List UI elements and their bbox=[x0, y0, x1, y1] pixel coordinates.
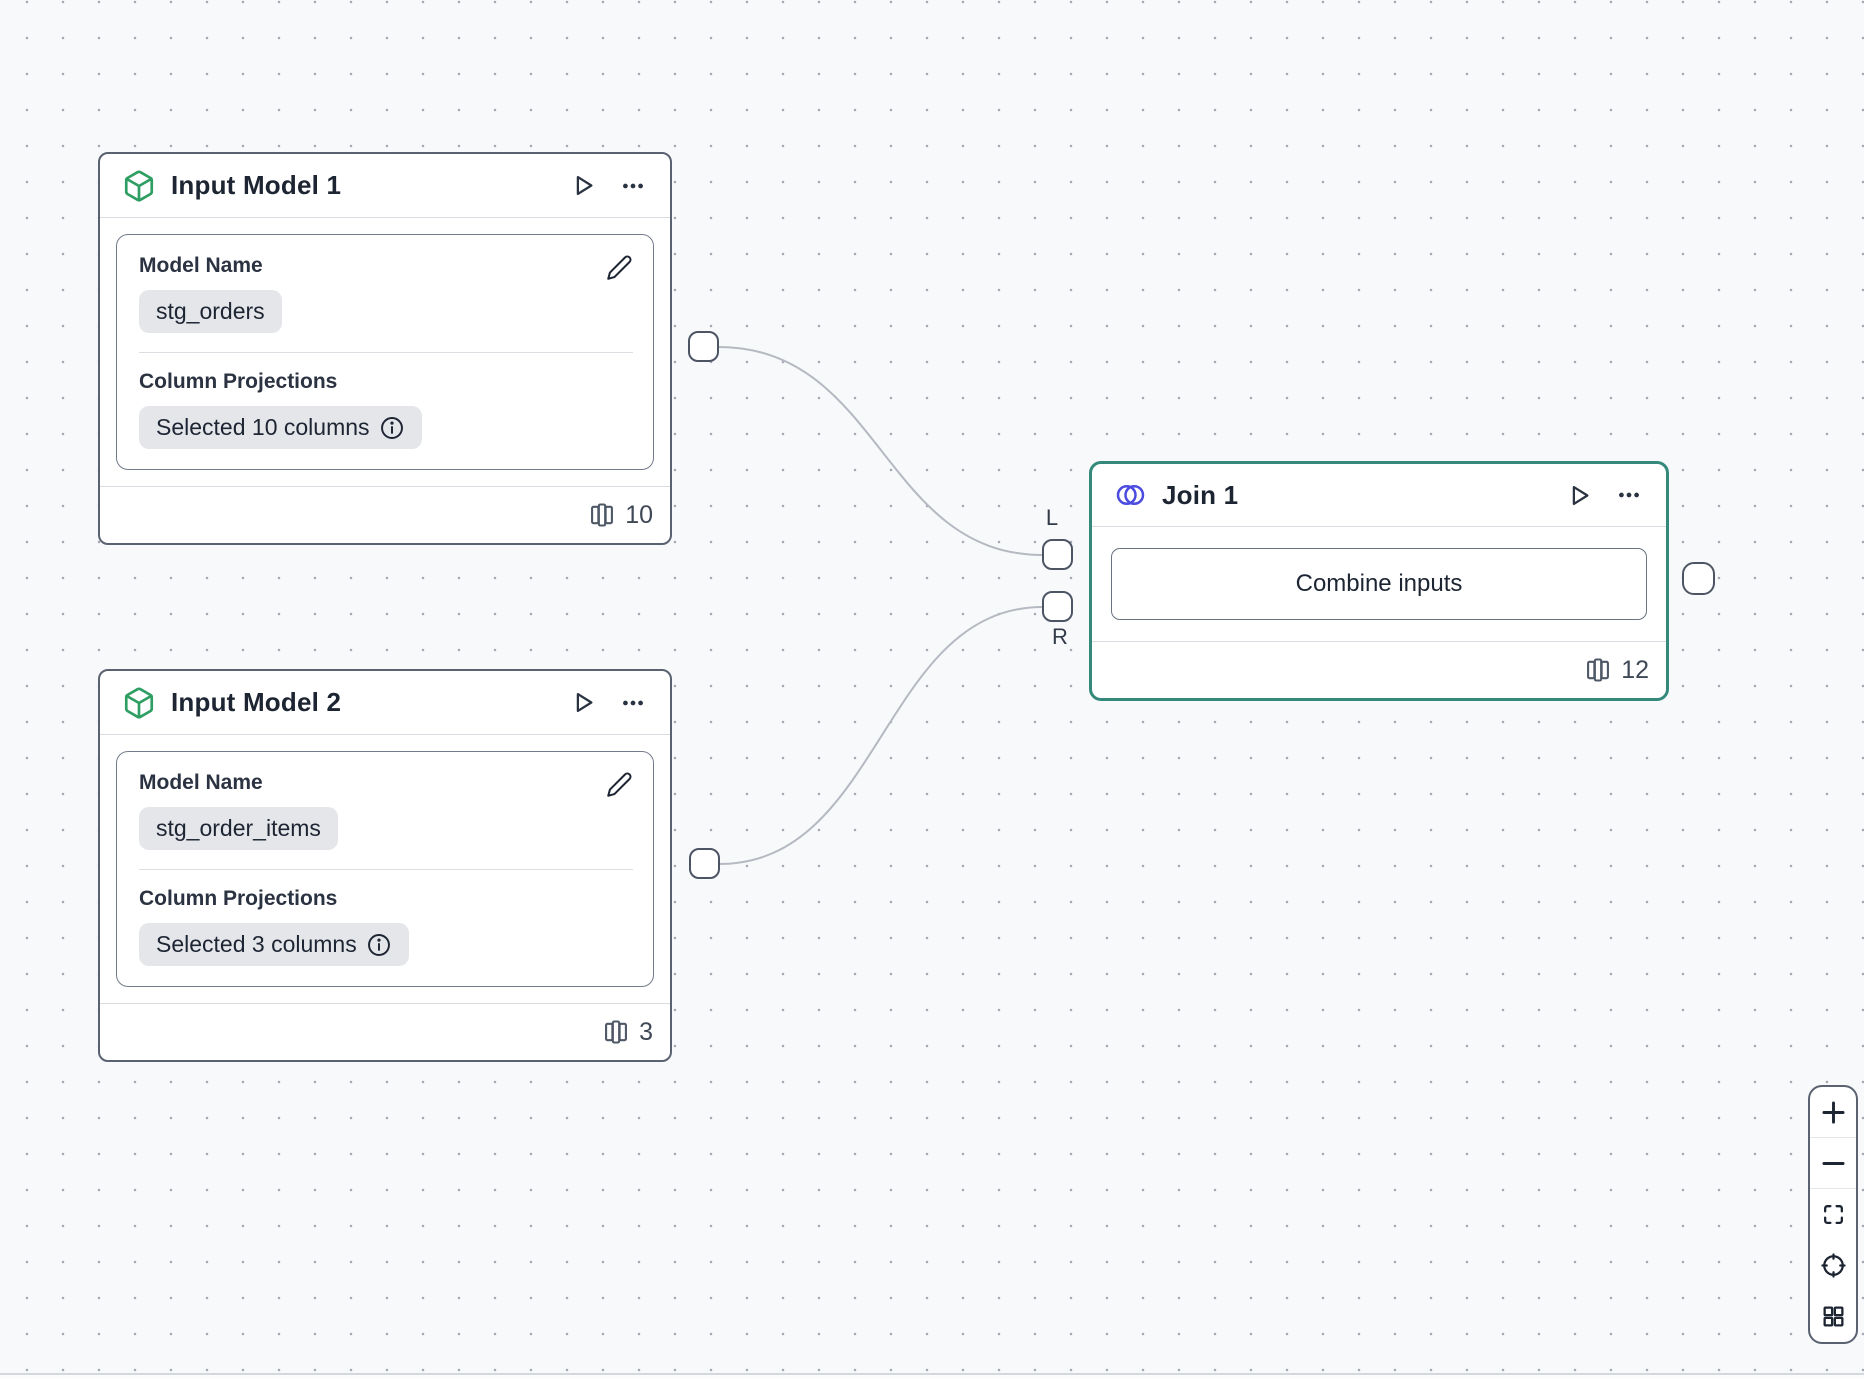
node-join-1[interactable]: Join 1 Combine inputs 12 bbox=[1089, 461, 1669, 701]
node-menu-button[interactable] bbox=[1612, 478, 1646, 512]
columns-icon bbox=[591, 503, 614, 527]
column-projections-label: Column Projections bbox=[139, 370, 338, 393]
columns-icon bbox=[605, 1020, 628, 1044]
grid-icon bbox=[1823, 1306, 1843, 1327]
plus-icon bbox=[1821, 1100, 1845, 1124]
info-icon bbox=[367, 933, 390, 956]
fullscreen-icon bbox=[1823, 1205, 1843, 1224]
node-footer: 3 bbox=[100, 1003, 670, 1060]
node-body: Combine inputs bbox=[1092, 527, 1666, 641]
locate-button[interactable] bbox=[1810, 1240, 1856, 1291]
fit-view-button[interactable] bbox=[1810, 1189, 1856, 1240]
right-port-label: R bbox=[1052, 624, 1068, 649]
model-name-value-chip: stg_orders bbox=[139, 290, 282, 333]
overlapping-circles-icon bbox=[1114, 480, 1147, 510]
info-icon bbox=[380, 416, 403, 439]
run-node-button[interactable] bbox=[566, 685, 601, 720]
left-port-label: L bbox=[1045, 505, 1059, 530]
node-body: Model Name stg_order_items Column Projec… bbox=[100, 735, 670, 1003]
node-body: Model Name stg_orders Column Projections… bbox=[100, 218, 670, 486]
node-menu-button[interactable] bbox=[616, 169, 650, 203]
model-name-label: Model Name bbox=[139, 771, 263, 794]
node-input-model-2[interactable]: Input Model 2 Model Name bbox=[98, 669, 672, 1062]
combine-inputs-button[interactable]: Combine inputs bbox=[1111, 548, 1647, 620]
ellipsis-icon bbox=[623, 700, 643, 705]
node-header: Input Model 1 bbox=[100, 154, 670, 218]
node-header: Join 1 bbox=[1092, 464, 1666, 527]
edit-model-button[interactable] bbox=[602, 767, 637, 802]
play-icon bbox=[1572, 485, 1589, 505]
edge-input2-to-join-right bbox=[718, 606, 1044, 865]
columns-icon bbox=[1587, 658, 1610, 682]
zoom-in-button[interactable] bbox=[1810, 1087, 1856, 1138]
output-port-input-model-2[interactable] bbox=[689, 848, 720, 879]
node-input-model-1[interactable]: Input Model 1 Model Name bbox=[98, 152, 672, 545]
node-footer: 12 bbox=[1092, 641, 1666, 698]
grid-view-button[interactable] bbox=[1810, 1291, 1856, 1342]
canvas-controls bbox=[1808, 1085, 1858, 1344]
pencil-icon bbox=[607, 255, 632, 280]
run-node-button[interactable] bbox=[1562, 478, 1597, 513]
run-node-button[interactable] bbox=[566, 168, 601, 203]
column-count: 10 bbox=[625, 500, 653, 529]
node-title: Input Model 2 bbox=[171, 687, 342, 717]
column-projections-chip[interactable]: Selected 3 columns bbox=[139, 923, 409, 966]
column-projections-label: Column Projections bbox=[139, 887, 338, 910]
crosshair-icon bbox=[1820, 1253, 1846, 1278]
column-count: 12 bbox=[1621, 655, 1649, 684]
edge-input1-to-join-left bbox=[717, 346, 1044, 556]
play-icon bbox=[576, 692, 593, 713]
canvas-bottom-border bbox=[0, 1373, 1864, 1375]
output-port-input-model-1[interactable] bbox=[688, 331, 719, 362]
node-footer: 10 bbox=[100, 486, 670, 543]
pencil-icon bbox=[607, 772, 632, 797]
column-count: 3 bbox=[639, 1017, 653, 1046]
model-name-label: Model Name bbox=[139, 254, 263, 277]
play-icon bbox=[576, 175, 593, 196]
divider bbox=[139, 352, 633, 353]
node-title: Input Model 1 bbox=[171, 170, 342, 200]
join-right-input-port[interactable] bbox=[1042, 591, 1073, 622]
ellipsis-icon bbox=[1619, 492, 1639, 498]
column-projections-chip[interactable]: Selected 10 columns bbox=[139, 406, 422, 449]
join-left-input-port[interactable] bbox=[1042, 539, 1073, 570]
box-icon bbox=[122, 686, 156, 720]
model-name-value-chip: stg_order_items bbox=[139, 807, 338, 850]
node-header: Input Model 2 bbox=[100, 671, 670, 735]
model-config-card: Model Name stg_order_items Column Projec… bbox=[116, 751, 654, 987]
node-title: Join 1 bbox=[1162, 479, 1239, 510]
edit-model-button[interactable] bbox=[602, 250, 637, 285]
zoom-out-button[interactable] bbox=[1810, 1138, 1856, 1189]
node-menu-button[interactable] bbox=[616, 686, 650, 720]
divider bbox=[139, 869, 633, 870]
minus-icon bbox=[1821, 1161, 1845, 1165]
model-config-card: Model Name stg_orders Column Projections… bbox=[116, 234, 654, 470]
join-output-port[interactable] bbox=[1682, 562, 1715, 595]
box-icon bbox=[122, 169, 156, 203]
ellipsis-icon bbox=[623, 183, 643, 188]
